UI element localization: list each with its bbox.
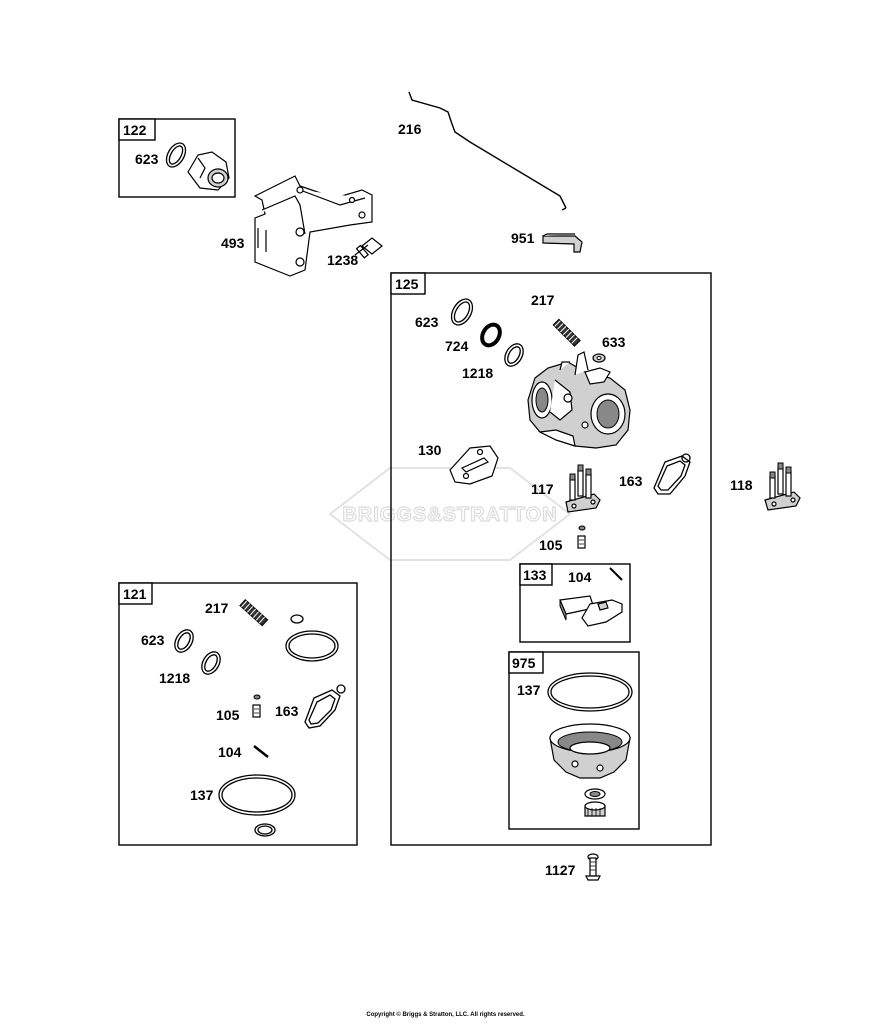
- o-ring-724-icon: [480, 322, 502, 348]
- gasket-1218-kit121-icon: [201, 651, 221, 675]
- gasket-130-icon: [449, 445, 499, 485]
- kit-122-tag: [118, 118, 156, 141]
- callout-493: 493: [221, 235, 245, 251]
- bowl-nut-icon: [584, 788, 606, 817]
- copyright-notice: Copyright © Briggs & Stratton, LLC. All …: [366, 1012, 525, 1018]
- kit-121-tag: [118, 582, 153, 605]
- callout-130: 130: [418, 442, 442, 458]
- watermark-text: BRIGGS&STRATTON: [342, 504, 557, 526]
- kit-122-box: [118, 118, 236, 198]
- callout-163-kit125: 163: [619, 473, 643, 489]
- jet-105-kit121-icon: [252, 694, 261, 718]
- o-ring-623-icon: [450, 298, 474, 326]
- pin-104-kit121-icon: [253, 745, 269, 758]
- kit-133-tag: [519, 563, 553, 586]
- jet-105-icon: [577, 525, 586, 549]
- throttle-link-icon: [408, 91, 567, 211]
- kit-121-box: [118, 582, 358, 846]
- callout-105-kit125: 105: [539, 537, 563, 553]
- spring-217-kit121-icon: [239, 598, 269, 627]
- fuel-bowl-bracket-117-icon: [565, 464, 601, 513]
- gasket-1218-icon: [504, 343, 524, 367]
- callout-1218-kit121: 1218: [159, 670, 190, 686]
- float-icon: [559, 595, 623, 627]
- callout-623-kit121: 623: [141, 632, 165, 648]
- spring-217-icon: [552, 318, 581, 347]
- callout-633: 633: [602, 334, 626, 350]
- kit-121-label: 121: [123, 586, 147, 602]
- callout-1127: 1127: [545, 862, 576, 878]
- seal-ring-kit121-icon: [254, 823, 276, 837]
- callout-951: 951: [511, 230, 535, 246]
- callout-118: 118: [730, 477, 753, 493]
- bowl-gasket-kit121-icon: [285, 630, 339, 662]
- callout-217-kit125: 217: [531, 292, 555, 308]
- kit-122-group: 122 623: [118, 118, 236, 198]
- callout-1218-kit125: 1218: [462, 365, 493, 381]
- callout-137-kit975: 137: [517, 682, 541, 698]
- kit-122-label: 122: [123, 122, 147, 138]
- carburetor-body-icon: [527, 351, 631, 449]
- callout-216: 216: [398, 121, 422, 137]
- fuel-bracket-118-icon: [764, 462, 801, 511]
- kit-975-label: 975: [512, 655, 536, 671]
- callout-623-kit122: 623: [135, 151, 159, 167]
- screw-1238-icon: [354, 237, 383, 259]
- kit-125-box: [390, 272, 712, 846]
- pin-104-icon: [609, 567, 623, 581]
- gasket-163-icon: [653, 453, 691, 495]
- choke-lever-icon: [542, 233, 583, 253]
- kit-125-label: 125: [395, 276, 419, 292]
- kit-125-group: 125 623 724 1218 217 633: [390, 272, 712, 846]
- intake-elbow-icon: [187, 151, 230, 191]
- washer-kit121-icon: [290, 614, 304, 624]
- kit-121-group: 121 217 623 1218 105 163 104 137: [118, 582, 358, 846]
- callout-724: 724: [445, 338, 469, 354]
- o-ring-icon: [165, 142, 187, 168]
- screw-1127-icon: [585, 853, 601, 881]
- kit-133-label: 133: [523, 567, 547, 583]
- kit-133-box: [519, 563, 631, 643]
- callout-105-kit121: 105: [216, 707, 240, 723]
- bowl-gasket-137-icon: [547, 672, 633, 712]
- callout-104-kit133: 104: [568, 569, 592, 585]
- fuel-bowl-icon: [549, 723, 631, 779]
- callout-1238: 1238: [327, 252, 358, 268]
- gasket-163-kit121-icon: [304, 684, 346, 729]
- governor-bracket-icon: [253, 175, 373, 277]
- kit-125-tag: [390, 272, 426, 295]
- kit-975-tag: [508, 651, 544, 674]
- callout-163-kit121: 163: [275, 703, 299, 719]
- o-ring-623-kit121-icon: [174, 629, 194, 653]
- kit-975-box: [508, 651, 640, 830]
- brand-watermark: BRIGGS&STRATTON: [328, 467, 572, 561]
- kit-975-group: 975 137: [508, 651, 640, 830]
- callout-137-kit121: 137: [190, 787, 214, 803]
- callout-623-kit125: 623: [415, 314, 439, 330]
- callout-117: 117: [531, 481, 554, 497]
- callout-104-kit121: 104: [218, 744, 242, 760]
- kit-133-group: 133 104: [519, 563, 631, 643]
- callout-217-kit121: 217: [205, 600, 229, 616]
- bowl-gasket-137-kit121-icon: [218, 774, 296, 816]
